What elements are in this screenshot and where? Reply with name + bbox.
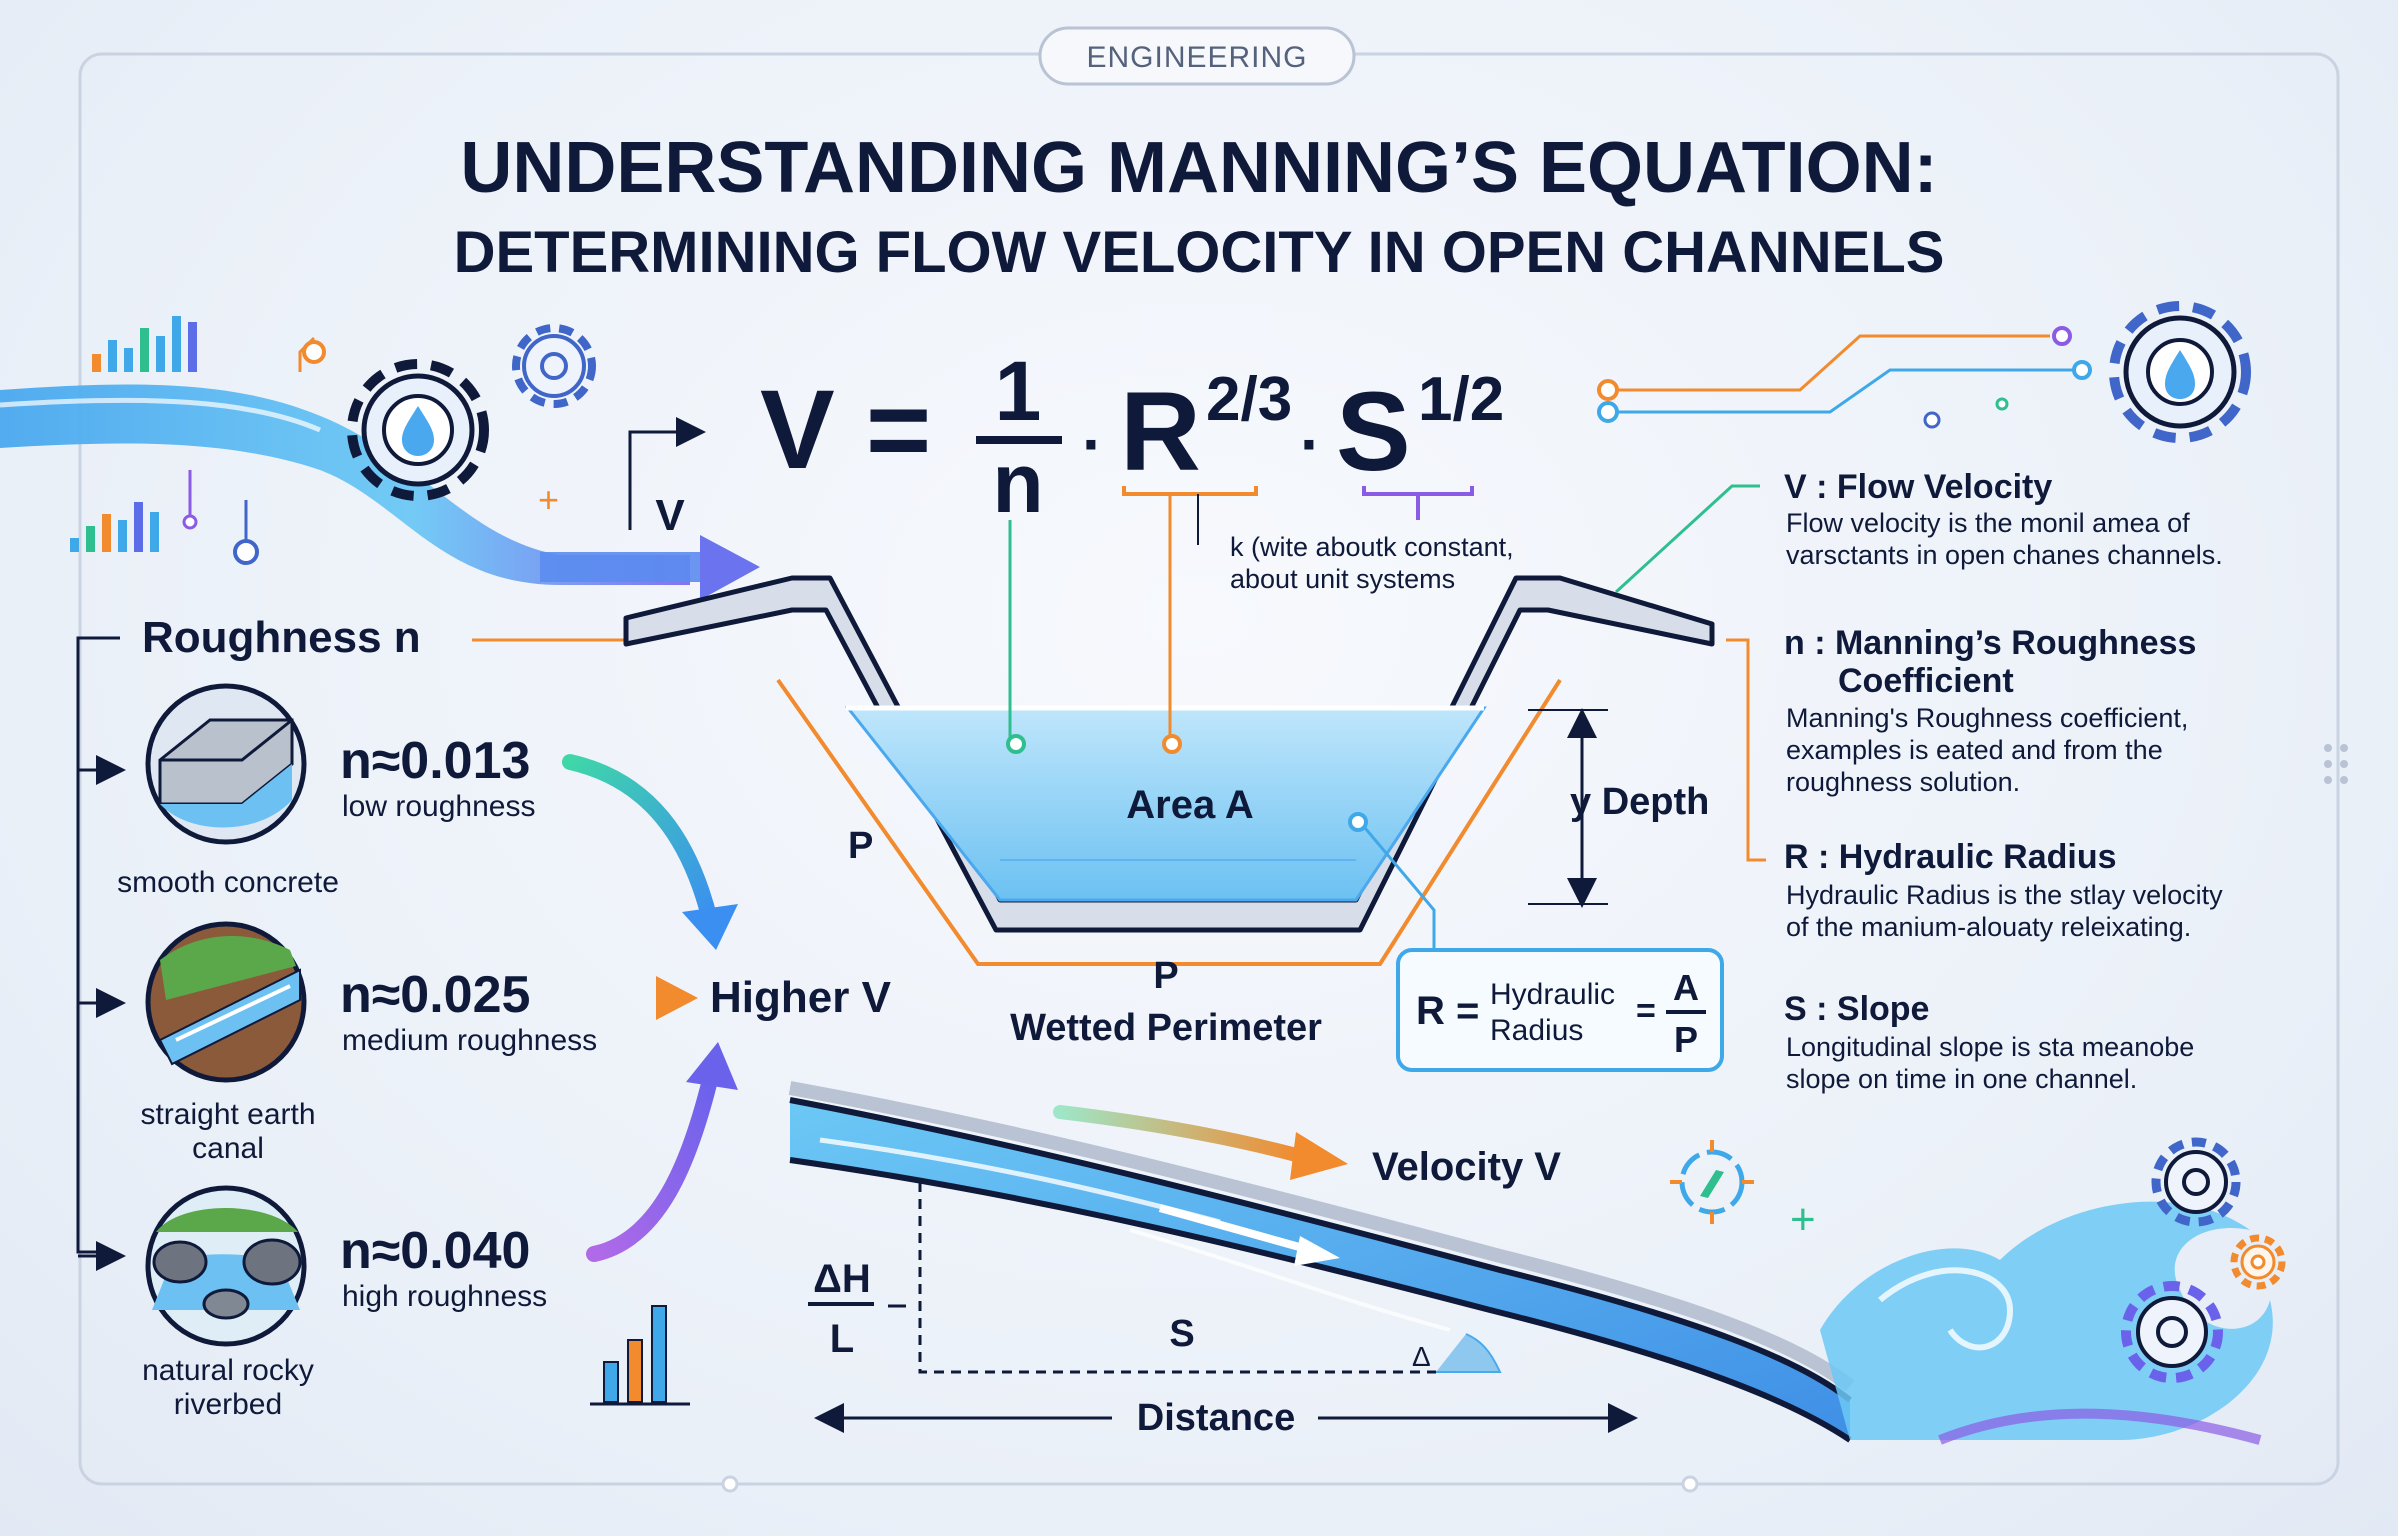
def-n-line-1: Manning's Roughness coefficient, [1786, 703, 2188, 733]
badge-text: ENGINEERING [1086, 41, 1307, 74]
bar-chart-icon-bottom [590, 1305, 690, 1406]
hydraulic-radius-box [1396, 948, 1724, 1072]
p-label-bottom: P [1153, 955, 1178, 997]
def-term-n-2: Coefficient [1838, 662, 2014, 700]
roughness-heading: Roughness n [142, 613, 421, 662]
roughness-value-3: n≈0.040 [340, 1222, 530, 1280]
def-v-line-2: varsctants in open chanes channels. [1786, 540, 2223, 570]
p-label-left: P [848, 825, 873, 867]
def-n-line-3: roughness solution. [1786, 767, 2020, 797]
slope-section: Velocity V ΔH L S Δ Distance [788, 1081, 2273, 1445]
plus-icon: + [538, 479, 559, 520]
plus-icon-bottom: + [1790, 1195, 1816, 1244]
surface-label-3b: riverbed [174, 1388, 282, 1421]
gear-icon-bottom-3 [2230, 1234, 2286, 1290]
equation-denominator: n [992, 436, 1043, 530]
roughness-value-2: n≈0.025 [340, 966, 530, 1024]
bar-chart-icon [70, 316, 197, 552]
equation-r-exponent: 2/3 [1206, 365, 1292, 434]
circuit-lines-left: + [182, 336, 559, 565]
roughness-desc-2: medium roughness [342, 1024, 597, 1057]
gear-icon-bottom-2 [2121, 1281, 2223, 1383]
equation-r: R [1120, 369, 1201, 494]
area-label: Area A [1126, 783, 1253, 827]
dh-label: ΔH [813, 1257, 871, 1301]
compass-icon [1670, 1140, 1754, 1224]
equation-dot-2: · [1300, 408, 1321, 480]
gear-droplet-icon [347, 359, 489, 501]
surface-label-3a: natural rocky [142, 1354, 314, 1387]
roughness-desc-3: high roughness [342, 1280, 547, 1313]
higher-v-label: Higher V [710, 973, 892, 1022]
l-label: L [830, 1317, 854, 1361]
s-label: S [1169, 1313, 1194, 1355]
fraction-bar [976, 436, 1062, 444]
hr-line-1: Hydraulic [1490, 978, 1615, 1011]
equation-s-exponent: 1/2 [1418, 365, 1504, 434]
category-badge: ENGINEERING [1038, 26, 1356, 86]
equation-numerator: 1 [995, 344, 1042, 438]
equation-note-line-2: about unit systems [1230, 564, 1455, 594]
dots-handle-icon [2324, 744, 2348, 784]
channel-cross-section: Area A P P Wetted Perimeter y Depth R = … [623, 495, 1724, 1072]
wetted-perimeter-label: Wetted Perimeter [1010, 1007, 1322, 1049]
angle-label: Δ [1412, 1341, 1431, 1372]
equation-lhs: V = [760, 367, 931, 492]
surface-label-2a: straight earth [140, 1098, 315, 1131]
gear-icon [512, 324, 596, 408]
title-line-2: DETERMINING FLOW VELOCITY IN OPEN CHANNE… [454, 220, 1945, 285]
hr-den: P [1674, 1019, 1698, 1060]
def-v-line-1: Flow velocity is the monil amea of [1786, 508, 2190, 538]
def-s-line-1: Longitudinal slope is sta meanobe [1786, 1032, 2194, 1062]
def-r-line-2: of the manium-alouaty releixating. [1786, 912, 2191, 942]
roughness-section: Roughness n n≈0.013 low roughness smoo [76, 613, 892, 1421]
def-n-line-2: examples is eated and from the [1786, 735, 2163, 765]
surface-label-2b: canal [192, 1132, 264, 1165]
gear-icon-bottom-1 [2151, 1137, 2241, 1227]
def-s-line-2: slope on time in one channel. [1786, 1064, 2137, 1094]
gear-droplet-icon-right [2109, 301, 2251, 443]
arrow-low-to-higher-v [562, 754, 718, 928]
definitions-panel: V : Flow Velocity Flow velocity is the m… [1614, 468, 2348, 1094]
def-term-s: S : Slope [1784, 990, 1929, 1028]
equation-s: S [1336, 369, 1411, 494]
def-term-v: V : Flow Velocity [1784, 468, 2052, 506]
title-line-1: UNDERSTANDING MANNING’S EQUATION: [460, 128, 1937, 208]
arrow-high-to-higher-v [586, 1072, 718, 1262]
depth-label: y Depth [1570, 781, 1709, 823]
hr-num: A [1673, 967, 1699, 1008]
def-r-line-1: Hydraulic Radius is the stlay velocity [1786, 880, 2223, 910]
roughness-value-1: n≈0.013 [340, 732, 530, 790]
hr-line-2: Radius [1490, 1014, 1583, 1047]
velocity-arrow: V [540, 417, 760, 600]
top-left-river [0, 384, 690, 585]
circuit-lines-right [1597, 326, 2092, 429]
rocky-riverbed-icon [145, 1185, 307, 1347]
def-term-r: R : Hydraulic Radius [1784, 838, 2117, 876]
velocity-arrow-label: V [655, 491, 685, 540]
distance-label: Distance [1137, 1397, 1295, 1439]
surface-label-1: smooth concrete [117, 866, 339, 899]
roughness-desc-1: low roughness [342, 790, 535, 823]
manning-equation: V = 1 n · R 2/3 · S 1/2 k (wite aboutk c… [760, 344, 1514, 594]
earth-canal-icon [145, 921, 307, 1083]
hr-r: R = [1416, 989, 1479, 1033]
equation-note-line-1: k (wite aboutk constant, [1230, 532, 1514, 562]
smooth-concrete-icon [145, 683, 307, 845]
hr-eq: = [1636, 992, 1656, 1030]
velocity-label: Velocity V [1372, 1145, 1561, 1189]
equation-dot-1: · [1082, 408, 1103, 480]
def-term-n: n : Manning’s Roughness [1784, 624, 2196, 662]
